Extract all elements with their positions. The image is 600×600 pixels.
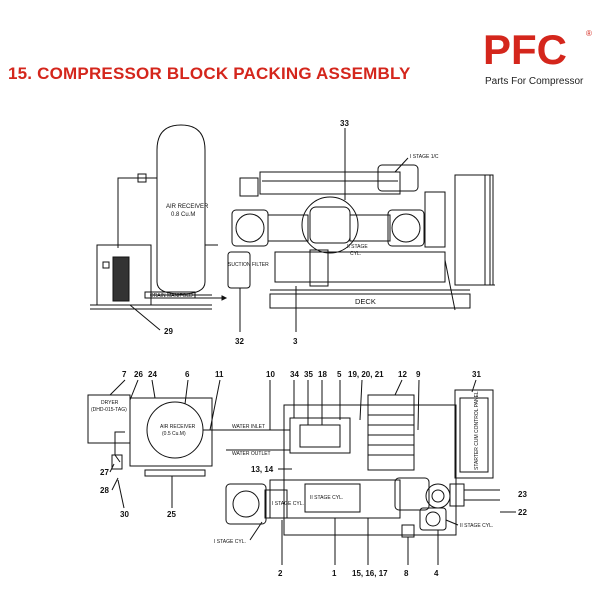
air-receiver-label-text: AIR RECEIVER: [166, 204, 209, 210]
air-receiver-bottom-cap: (0.5 Cu.M): [162, 431, 186, 437]
callout-33: 33: [340, 119, 349, 128]
callout-13-14: 13, 14: [251, 465, 274, 474]
stage-2-label: II STAGE: [347, 244, 368, 250]
callout-34: 34: [290, 370, 299, 379]
water-inlet-label: WATER INLET: [232, 424, 265, 430]
callout-6: 6: [185, 370, 190, 379]
stage-1-cyl-label: I STAGE CYL.: [214, 539, 246, 545]
callout-23: 23: [518, 490, 527, 499]
top-elevation-view: AIR RECEIVER 0.8 Cu.M DRAIN MANIFOLD: [90, 119, 495, 346]
callout-22: 22: [518, 508, 527, 517]
deck-label: DECK: [355, 297, 376, 306]
callout-2: 2: [278, 569, 283, 578]
callout-11: 11: [215, 370, 224, 379]
stage-2-inner-label: II STAGE CYL.: [310, 495, 343, 501]
dryer-model-label: (DHD-015-TAG): [91, 407, 127, 413]
air-receiver-capacity: 0.8 Cu.M: [171, 212, 195, 218]
callout-15-16-17: 15, 16, 17: [352, 569, 388, 578]
callout-12: 12: [398, 370, 407, 379]
callout-7: 7: [122, 370, 127, 379]
stage-1c-label: I STAGE 1/C: [410, 154, 439, 160]
drain-manifold-label: DRAIN MANIFOLD: [150, 293, 193, 299]
callout-29: 29: [164, 327, 173, 336]
bottom-plan-view: DRYER (DHD-015-TAG) AIR RECEIVER (0.5 Cu…: [87, 370, 527, 578]
stage-2-cyl-label-bottom: II STAGE CYL.: [460, 523, 493, 529]
callout-5: 5: [337, 370, 342, 379]
suction-filter-label: SUCTION FILTER: [228, 262, 269, 268]
logo-text: PFC: [483, 28, 567, 73]
callout-27: 27: [100, 468, 109, 477]
callout-1: 1: [332, 569, 337, 578]
callout-26: 26: [134, 370, 143, 379]
stage-1-inner-label: I STAGE CYL.: [272, 501, 304, 507]
stage-2-cyl-label: CYL.: [350, 251, 361, 257]
water-outlet-label: WATER OUTLET: [232, 451, 271, 457]
callout-24: 24: [148, 370, 157, 379]
callout-19-20-21: 19, 20, 21: [348, 370, 384, 379]
callout-28: 28: [100, 486, 109, 495]
callout-35: 35: [304, 370, 313, 379]
callout-31: 31: [472, 370, 481, 379]
registered-mark: ®: [586, 29, 592, 38]
callout-18: 18: [318, 370, 327, 379]
callout-9: 9: [416, 370, 421, 379]
callout-30: 30: [120, 510, 129, 519]
callout-8: 8: [404, 569, 409, 578]
callout-25: 25: [167, 510, 176, 519]
logo-tagline: Parts For Compressor: [485, 76, 584, 87]
callout-3: 3: [293, 337, 298, 346]
air-receiver-bottom-label: AIR RECEIVER: [160, 424, 196, 430]
dryer-label: DRYER: [101, 400, 119, 406]
callout-32: 32: [235, 337, 244, 346]
pfc-logo: PFC ®: [483, 28, 592, 73]
callout-4: 4: [434, 569, 439, 578]
page-title: 15. COMPRESSOR BLOCK PACKING ASSEMBLY: [8, 64, 411, 83]
callout-10: 10: [266, 370, 275, 379]
starter-panel-label: STARTER CUM CONTROL PANEL: [474, 391, 480, 470]
